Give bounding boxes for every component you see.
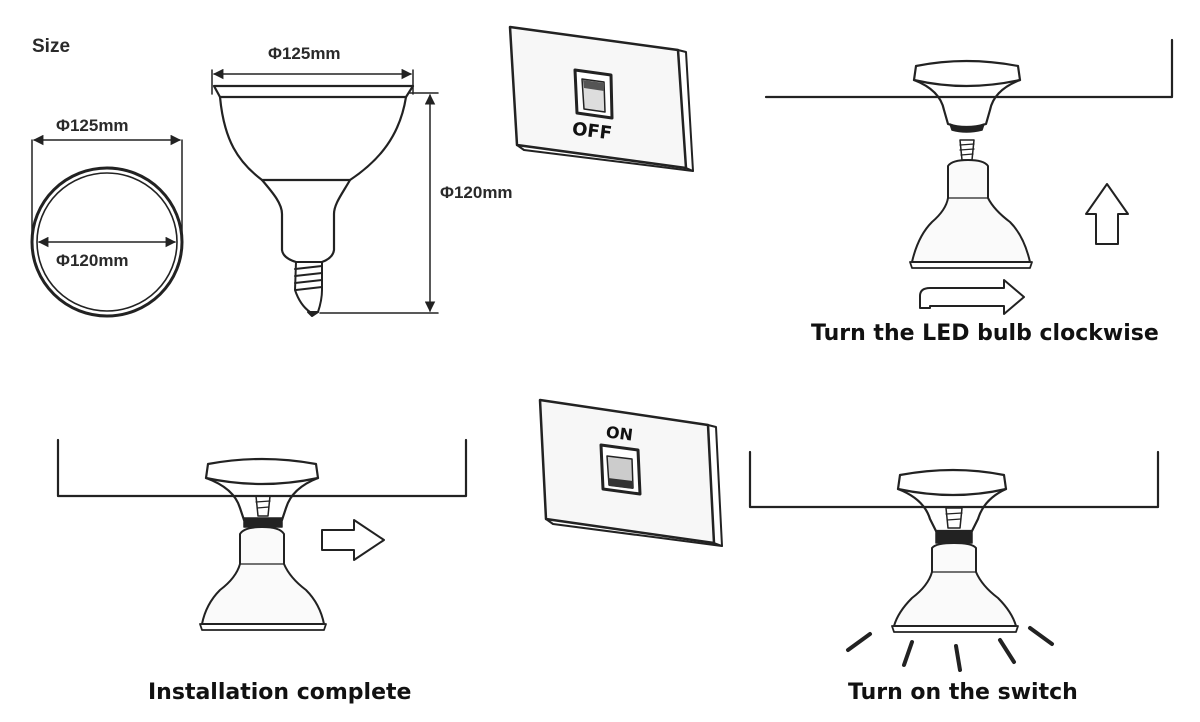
step2-illustration (56, 438, 468, 631)
light-ray (902, 640, 914, 667)
ceiling-line (56, 438, 468, 498)
bulb-profile-diagram (211, 68, 439, 317)
step3-illustration (748, 450, 1160, 672)
circle-outer-label: Φ125mm (56, 116, 129, 135)
ceiling-line (748, 450, 1160, 509)
size-circle-diagram (30, 134, 184, 318)
on-switch-panel (538, 398, 723, 547)
step1-illustration (764, 38, 1174, 315)
ceiling-line (764, 38, 1174, 99)
step1-caption: Turn the LED bulb clockwise (811, 321, 1159, 346)
top-width-label: Φ125mm (268, 44, 341, 63)
step3-caption: Turn on the switch (848, 680, 1078, 705)
circle-inner-label: Φ120mm (56, 251, 129, 270)
light-ray (1028, 626, 1054, 646)
light-ray (998, 638, 1016, 664)
light-ray (954, 644, 962, 672)
height-label: Φ120mm (440, 183, 513, 202)
off-switch-panel (508, 25, 694, 172)
size-title: Size (32, 36, 71, 57)
step2-caption: Installation complete (148, 680, 412, 705)
on-switch-label: ON (604, 422, 635, 445)
light-ray (846, 632, 872, 652)
